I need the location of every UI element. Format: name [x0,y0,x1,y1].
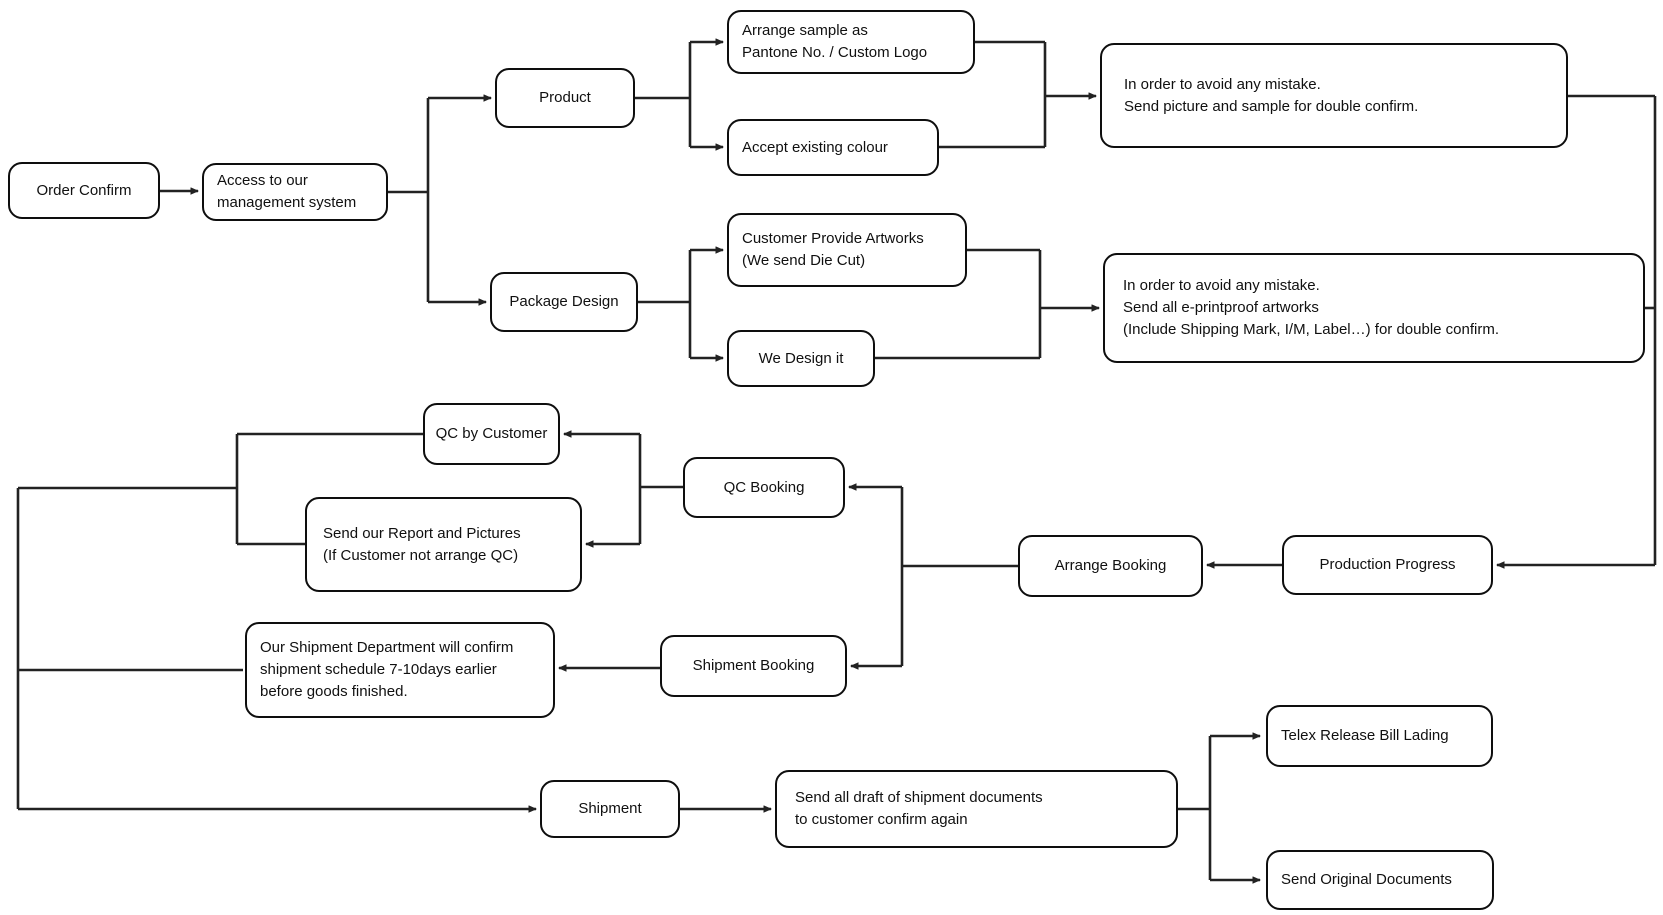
node-we-design: We Design it [727,330,875,387]
node-qc-by-customer-label: QC by Customer [435,425,548,443]
node-package-design-label: Package Design [509,293,619,311]
node-order-confirm-label: Order Confirm [36,181,132,199]
node-telex-release-label: Telex Release Bill Lading [1281,727,1449,745]
node-mistake-sample: In order to avoid any mistake. Send pict… [1100,43,1568,148]
node-send-report: Send our Report and Pictures (If Custome… [305,497,582,592]
node-mistake-sample-label: In order to avoid any mistake. Send pict… [1124,75,1419,115]
node-shipment: Shipment [540,780,680,838]
node-shipment-dept: Our Shipment Department will confirm shi… [245,622,555,718]
node-access-system: Access to our management system [202,163,388,221]
node-shipment-booking-label: Shipment Booking [692,657,815,675]
node-we-design-label: We Design it [758,349,844,367]
edge-merge-to-mistake-sample [939,40,1097,149]
node-mistake-artworks: In order to avoid any mistake. Send all … [1103,253,1645,363]
edge-right-rail-to-production-progress [1496,94,1657,569]
node-draft-docs: Send all draft of shipment documents to … [775,770,1178,848]
node-send-original-label: Send Original Documents [1281,871,1452,889]
node-order-confirm: Order Confirm [8,162,160,219]
node-production-progress-label: Production Progress [1319,556,1456,574]
node-qc-by-customer: QC by Customer [423,403,560,465]
node-telex-release: Telex Release Bill Lading [1266,705,1493,767]
node-accept-colour: Accept existing colour [727,119,939,176]
node-draft-docs-label: Send all draft of shipment documents to … [795,789,1043,828]
node-shipment-dept-label: Our Shipment Department will confirm shi… [260,639,514,700]
node-send-report-label: Send our Report and Pictures (If Custome… [323,524,521,564]
edge-left-rail-to-shipment [16,432,537,813]
node-customer-artworks: Customer Provide Artworks (We send Die C… [727,213,967,287]
edge-access-system-split-product-package [388,94,492,306]
edge-qc-booking-split-customer-report [563,430,683,548]
node-qc-booking-label: QC Booking [723,478,805,496]
edge-arrange-booking-split-qc-shipment [848,483,1018,670]
node-arrange-sample-label: Arrange sample as Pantone No. / Custom L… [742,22,928,61]
node-package-design: Package Design [490,272,638,332]
node-arrange-booking-label: Arrange Booking [1054,557,1167,575]
node-customer-artworks-label: Customer Provide Artworks (We send Die C… [742,230,924,269]
node-shipment-label: Shipment [578,800,642,818]
node-shipment-booking: Shipment Booking [660,635,847,697]
node-access-system-label: Access to our management system [217,172,357,211]
edge-draft-docs-split-telex-original [1178,732,1261,884]
edge-product-split-sample-colour [635,38,724,151]
node-production-progress: Production Progress [1282,535,1493,595]
node-qc-booking: QC Booking [683,457,845,518]
node-product-label: Product [539,89,591,107]
edge-merge-to-mistake-artworks [875,248,1100,360]
node-accept-colour-label: Accept existing colour [742,138,888,156]
node-product: Product [495,68,635,128]
node-arrange-sample: Arrange sample as Pantone No. / Custom L… [727,10,975,74]
node-mistake-artworks-label: In order to avoid any mistake. Send all … [1123,277,1500,338]
node-send-original: Send Original Documents [1266,850,1494,910]
node-arrange-booking: Arrange Booking [1018,535,1203,597]
edge-package-design-split-artworks-design [638,246,724,362]
